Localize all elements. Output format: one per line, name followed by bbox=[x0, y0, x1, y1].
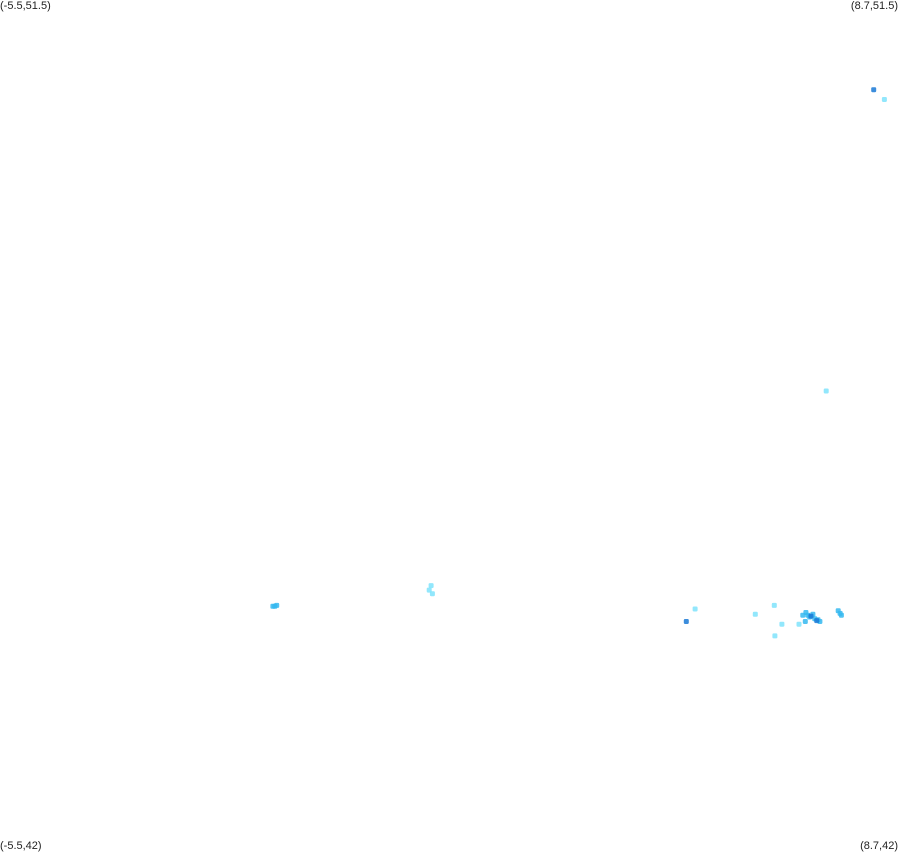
map-point-marker bbox=[779, 621, 785, 627]
map-point-marker bbox=[771, 602, 777, 608]
map-point-marker bbox=[429, 591, 435, 597]
corner-label-bottom-left: (-5.5,42) bbox=[0, 840, 42, 852]
map-point-marker bbox=[800, 612, 806, 618]
corner-label-top-left: (-5.5,51.5) bbox=[0, 0, 51, 12]
corner-label-top-right: (8.7,51.5) bbox=[850, 0, 898, 12]
map-point-marker bbox=[802, 619, 808, 624]
map-point-marker bbox=[881, 97, 887, 102]
map-point-marker bbox=[752, 611, 758, 617]
map-point-marker bbox=[428, 583, 434, 589]
map-point-marker bbox=[692, 606, 698, 612]
map-point-marker bbox=[823, 388, 829, 394]
map-point-marker bbox=[838, 612, 844, 618]
map-point-marker bbox=[426, 587, 432, 593]
map-point-marker bbox=[274, 602, 280, 608]
map-point-marker bbox=[772, 633, 778, 639]
corner-label-bottom-right: (8.7,42) bbox=[860, 840, 898, 852]
map-point-marker bbox=[814, 618, 820, 624]
map-point-marker bbox=[871, 87, 877, 93]
map-point-marker bbox=[796, 621, 802, 627]
map-point-marker bbox=[683, 619, 689, 624]
map-point-marker bbox=[808, 613, 814, 619]
